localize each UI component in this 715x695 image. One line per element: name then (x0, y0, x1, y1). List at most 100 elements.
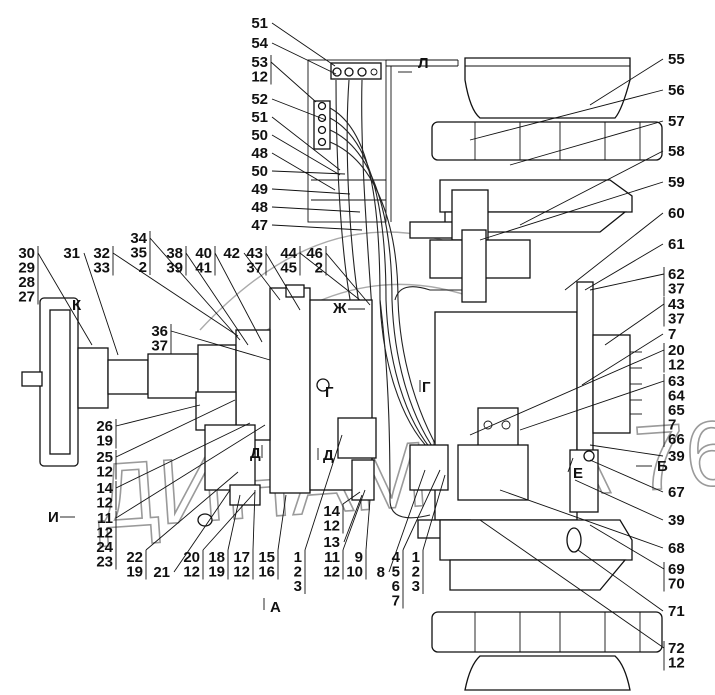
leader-line (479, 181, 664, 241)
callout-52: 52 (251, 91, 268, 108)
callout-51: 51 (251, 109, 268, 126)
callout-number: 14 (323, 503, 340, 520)
callout-number: 70 (668, 576, 685, 593)
callout-number: 41 (195, 260, 212, 277)
callout-number: 11 (97, 510, 113, 527)
leader-line (115, 424, 266, 519)
callout-1-2-3: 123 (294, 549, 306, 595)
callout-58: 58 (668, 143, 685, 160)
leader-line (577, 549, 664, 612)
leader-line (173, 489, 231, 573)
leader-line (271, 152, 336, 191)
callout-number: 3 (412, 578, 420, 595)
callout-number: 47 (251, 217, 268, 234)
callout-number: 2 (139, 259, 147, 276)
callout-number: 4 (392, 549, 401, 566)
leader-line (83, 252, 119, 356)
leader-line (270, 61, 317, 103)
callout-number: 6 (392, 578, 400, 595)
callout-number: 5 (392, 564, 400, 581)
callout-57: 57 (668, 113, 685, 130)
leader-line (519, 380, 665, 431)
leader-line (509, 120, 664, 166)
callout-number: 12 (183, 564, 200, 581)
callout-number: 60 (668, 205, 685, 222)
callout-number: 8 (377, 564, 385, 581)
callout-9-10: 910 (346, 549, 367, 581)
callout-number: 2 (315, 260, 323, 277)
callout-number: 54 (251, 35, 268, 52)
callout-56: 56 (668, 82, 685, 99)
leader-line (277, 494, 287, 551)
leader-line (589, 524, 665, 570)
callout-number: 26 (96, 418, 113, 435)
callout-number: 13 (323, 534, 340, 551)
callout-number: 45 (280, 260, 297, 277)
callout-number: 7 (668, 326, 676, 343)
callout-number: 3 (294, 578, 302, 595)
callout-number: 50 (251, 127, 268, 144)
callout-51: 51 (251, 15, 268, 32)
callout-number: 12 (96, 495, 113, 512)
callout-number: 2 (412, 564, 420, 581)
leader-line (271, 98, 327, 121)
leader-line (365, 499, 371, 551)
callout-1-2-3: 123 (412, 549, 424, 595)
callout-number: 46 (306, 245, 323, 262)
leader-line (214, 252, 263, 343)
callout-number: 20 (183, 549, 200, 566)
leader-line (185, 252, 249, 346)
leader-line (589, 273, 665, 291)
leader-line (499, 489, 664, 549)
leader-line (589, 459, 664, 493)
leader-line (271, 206, 361, 213)
callout-60: 60 (668, 205, 685, 222)
leader-line (252, 489, 256, 551)
leader-line (37, 252, 93, 346)
view-letter: И (48, 509, 59, 526)
callout-55: 55 (668, 51, 685, 68)
leader-line (115, 422, 251, 489)
leader-line (304, 434, 343, 551)
callout-59: 59 (668, 174, 685, 191)
callout-number: 11 (324, 549, 340, 566)
leader-line (604, 303, 665, 346)
leader-line (149, 237, 241, 341)
lower-wheel-hub (417, 519, 663, 691)
callout-number: 32 (93, 245, 110, 262)
leader-line (343, 494, 363, 543)
leader-line (469, 89, 664, 141)
callout-number: 51 (251, 15, 268, 32)
callout-48: 48 (251, 199, 268, 216)
leader-line (271, 170, 346, 175)
callout-number: 56 (668, 82, 685, 99)
callout-number: 37 (668, 311, 685, 328)
callout-number: 48 (251, 145, 268, 162)
callout-number: 29 (18, 260, 35, 277)
callout-number: 72 (668, 640, 685, 657)
view-arrow-icon (567, 457, 574, 473)
callout-number: 12 (251, 69, 268, 86)
view-letter: Б (657, 458, 668, 475)
callout-50: 50 (251, 127, 268, 144)
callout-number: 27 (18, 289, 35, 306)
callout-number: 57 (668, 113, 685, 130)
callout-number: 12 (668, 357, 685, 374)
view-letter: Г (422, 379, 431, 396)
callout-7: 7 (668, 326, 676, 343)
callout-number: 59 (668, 174, 685, 191)
callout-number: 15 (258, 549, 275, 566)
leader-line (271, 42, 337, 75)
